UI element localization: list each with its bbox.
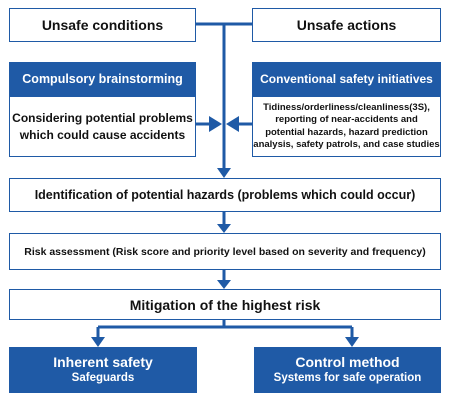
- unsafe-conditions-box: Unsafe conditions: [9, 8, 196, 42]
- arrow-down-to-inherent-safety: [91, 337, 105, 347]
- mitigation-label: Mitigation of the highest risk: [129, 296, 321, 313]
- initiatives-line-3: potential hazards, hazard prediction: [265, 126, 428, 138]
- compulsory-brainstorming-header: Compulsory brainstorming: [9, 62, 196, 96]
- arrow-down-to-control-method: [345, 337, 359, 347]
- risk-assessment-box: Risk assessment (Risk score and priority…: [9, 233, 441, 270]
- arrow-left-into-trunk: [226, 116, 239, 132]
- brainstorming-line-1: Considering potential problems: [12, 110, 193, 125]
- risk-assessment-label: Risk assessment (Risk score and priority…: [24, 245, 426, 258]
- inherent-safety-subtitle: Safeguards: [71, 372, 135, 384]
- control-method-title: Control method: [295, 354, 400, 370]
- mitigation-box: Mitigation of the highest risk: [9, 289, 441, 320]
- inherent-safety-title: Inherent safety: [53, 354, 153, 370]
- initiatives-line-1: Tidiness/orderliness/cleanliness(3S),: [263, 101, 430, 113]
- arrow-down-to-risk: [217, 224, 231, 233]
- compulsory-brainstorming-label: Compulsory brainstorming: [22, 72, 183, 86]
- unsafe-conditions-label: Unsafe conditions: [41, 17, 164, 33]
- arrow-down-to-mitigation: [217, 280, 231, 289]
- conventional-initiatives-header: Conventional safety initiatives: [252, 62, 441, 96]
- conventional-initiatives-label: Conventional safety initiatives: [260, 72, 433, 86]
- initiatives-line-4: analysis, safety patrols, and case studi…: [253, 139, 440, 150]
- initiatives-line-2: reporting of near-accidents and: [275, 114, 418, 125]
- identification-box: Identification of potential hazards (pro…: [9, 178, 441, 212]
- arrow-right-into-trunk: [209, 116, 222, 132]
- identification-label: Identification of potential hazards (pro…: [34, 188, 416, 202]
- brainstorming-description-box: Considering potential problems which cou…: [9, 96, 196, 157]
- arrow-down-to-identification: [217, 168, 231, 178]
- conventional-initiatives-description-box: Tidiness/orderliness/cleanliness(3S), re…: [252, 96, 441, 157]
- control-method-box: Control method Systems for safe operatio…: [254, 347, 441, 393]
- brainstorming-line-2: which could cause accidents: [19, 127, 186, 142]
- inherent-safety-box: Inherent safety Safeguards: [9, 347, 197, 393]
- control-method-subtitle: Systems for safe operation: [273, 372, 422, 384]
- unsafe-actions-box: Unsafe actions: [252, 8, 441, 42]
- unsafe-actions-label: Unsafe actions: [296, 17, 397, 33]
